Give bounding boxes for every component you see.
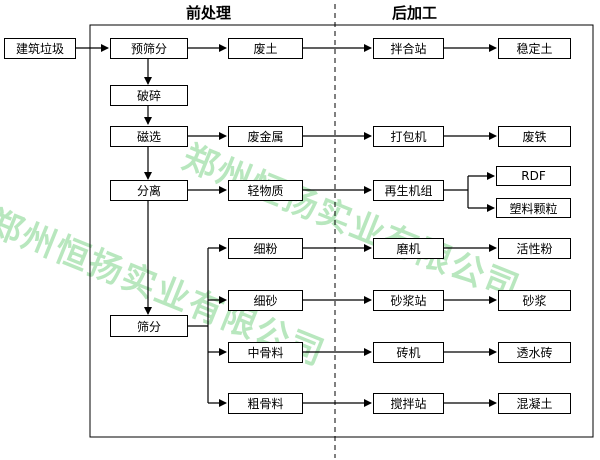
pre-processing-title: 前处理 bbox=[186, 4, 232, 22]
node-permeable-brick: 透水砖 bbox=[498, 342, 571, 363]
node-mixing-station: 拌合站 bbox=[373, 38, 444, 59]
post-processing-title: 后加工 bbox=[392, 4, 438, 22]
node-prescreen: 预筛分 bbox=[110, 38, 188, 59]
node-grinder: 磨机 bbox=[373, 238, 444, 259]
node-waste-soil: 废土 bbox=[228, 38, 303, 59]
node-plastic-pellets: 塑料颗粒 bbox=[496, 198, 571, 218]
node-rdf: RDF bbox=[496, 166, 571, 186]
frame bbox=[89, 24, 594, 438]
node-scrap-metal: 废金属 bbox=[228, 126, 303, 147]
node-fine-sand: 细砂 bbox=[228, 290, 303, 311]
node-mortar: 砂浆 bbox=[498, 290, 571, 311]
node-scrap-iron: 废铁 bbox=[498, 126, 571, 147]
node-magnetic-separation: 磁选 bbox=[110, 126, 188, 147]
node-active-powder: 活性粉 bbox=[498, 238, 571, 259]
node-regeneration-unit: 再生机组 bbox=[373, 180, 444, 201]
node-screening: 筛分 bbox=[110, 315, 188, 337]
node-baler: 打包机 bbox=[373, 126, 444, 147]
node-mixer-station: 搅拌站 bbox=[373, 393, 444, 414]
node-stabilized-soil: 稳定土 bbox=[498, 38, 571, 59]
node-fine-powder: 细粉 bbox=[228, 238, 303, 259]
node-construction-waste: 建筑垃圾 bbox=[4, 38, 76, 59]
node-brick-machine: 砖机 bbox=[373, 342, 444, 363]
node-medium-aggregate: 中骨料 bbox=[228, 342, 303, 363]
node-light-matter: 轻物质 bbox=[228, 180, 303, 201]
node-mortar-station: 砂浆站 bbox=[373, 290, 444, 311]
node-separation: 分离 bbox=[110, 180, 188, 201]
node-crush: 破碎 bbox=[110, 85, 188, 106]
node-concrete: 混凝土 bbox=[498, 393, 571, 414]
node-coarse-aggregate: 粗骨料 bbox=[228, 393, 303, 414]
